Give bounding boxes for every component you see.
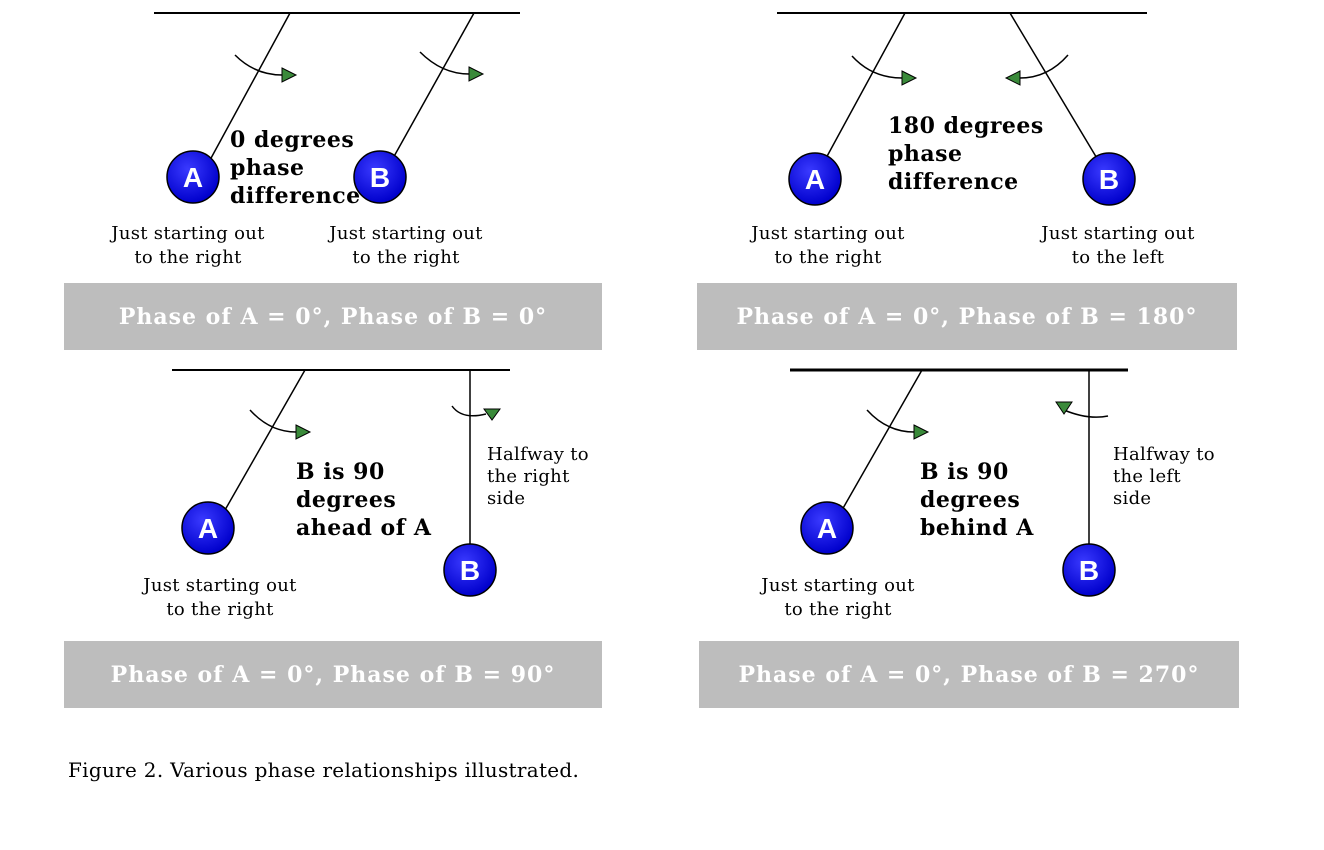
swing-arrow-a xyxy=(851,55,903,79)
swing-arrow-b xyxy=(1063,409,1109,418)
caption-line: to the right xyxy=(784,599,892,620)
caption-line: to the right xyxy=(774,247,882,268)
swing-arrow-a xyxy=(249,409,297,433)
swing-arrow-a xyxy=(866,409,915,433)
bob-a: A xyxy=(788,152,842,206)
note-line: degrees xyxy=(920,487,1021,513)
note-line: B is 90 xyxy=(296,459,385,485)
panel-3-phase-bar: Phase of A = 0°, Phase of B = 90° xyxy=(64,641,602,708)
panel-4-phase-bar: Phase of A = 0°, Phase of B = 270° xyxy=(699,641,1239,708)
pendulum-string-a xyxy=(824,12,906,161)
bob-b-label: B xyxy=(460,555,480,586)
bob-a: A xyxy=(166,150,220,204)
bob-a-label: A xyxy=(805,164,825,195)
panel-2-graphic: A B xyxy=(777,12,1147,206)
caption-line: Just starting out xyxy=(329,223,483,244)
side-line: Halfway to xyxy=(487,444,589,465)
bob-b: B xyxy=(1062,543,1116,597)
panel-1-phase-bar: Phase of A = 0°, Phase of B = 0° xyxy=(64,283,602,350)
arrowhead-a xyxy=(295,424,312,440)
arrowhead-b xyxy=(1004,70,1021,86)
bob-b-label: B xyxy=(1079,555,1099,586)
note-line: difference xyxy=(230,183,361,209)
note-line: 0 degrees xyxy=(230,127,355,153)
panel-1-caption-a: Just starting out to the right xyxy=(88,222,288,270)
note-line: degrees xyxy=(296,487,397,513)
side-line: side xyxy=(1113,488,1152,509)
caption-line: Just starting out xyxy=(143,575,297,596)
panel-3-caption-a: Just starting out to the right xyxy=(120,574,320,622)
swing-arrow-a xyxy=(234,54,283,76)
caption-line: Just starting out xyxy=(1041,223,1195,244)
swing-arrow-b xyxy=(419,51,470,75)
panel-4-note: B is 90 degrees behind A xyxy=(920,458,1034,542)
note-line: 180 degrees xyxy=(888,113,1044,139)
caption-line: to the left xyxy=(1071,247,1165,268)
pendulum-string-a xyxy=(209,12,291,161)
caption-line: Just starting out xyxy=(761,575,915,596)
bob-a-label: A xyxy=(198,513,218,544)
panel-4-graphic: A B xyxy=(790,368,1128,597)
note-line: phase xyxy=(230,155,305,181)
caption-line: Just starting out xyxy=(751,223,905,244)
panel-4-caption-a: Just starting out to the right xyxy=(738,574,938,622)
bob-a: A xyxy=(181,501,235,555)
caption-line: to the right xyxy=(134,247,242,268)
side-line: side xyxy=(487,488,526,509)
bob-b: B xyxy=(1082,152,1136,206)
panel-2-caption-b: Just starting out to the left xyxy=(1018,222,1218,270)
swing-arrow-b xyxy=(1019,54,1069,79)
arrowhead-b xyxy=(483,408,501,421)
panel-1-caption-b: Just starting out to the right xyxy=(306,222,506,270)
panel-4-side-b: Halfway to the left side xyxy=(1113,444,1215,510)
panel-3-graphic: A B xyxy=(172,369,510,597)
side-line: Halfway to xyxy=(1113,444,1215,465)
panel-1-graphic: A B xyxy=(154,12,520,204)
panel-3-side-b: Halfway to the right side xyxy=(487,444,589,510)
panel-3-note: B is 90 degrees ahead of A xyxy=(296,458,431,542)
figure-caption: Figure 2. Various phase relationships il… xyxy=(68,758,580,782)
arrowhead-a xyxy=(281,67,298,83)
note-line: behind A xyxy=(920,515,1034,541)
bob-b-label: B xyxy=(370,162,390,193)
phase-bar-label: Phase of A = 0°, Phase of B = 180° xyxy=(736,303,1198,330)
bob-b: B xyxy=(353,150,407,204)
arrowhead-b xyxy=(468,66,485,82)
pendulum-string-b xyxy=(1009,12,1099,161)
arrowhead-b xyxy=(1055,401,1073,415)
arrowhead-a xyxy=(913,424,930,440)
bob-b: B xyxy=(443,543,497,597)
phase-bar-label: Phase of A = 0°, Phase of B = 270° xyxy=(738,661,1200,688)
note-line: ahead of A xyxy=(296,515,432,541)
panel-2-caption-a: Just starting out to the right xyxy=(728,222,928,270)
caption-line: to the right xyxy=(166,599,274,620)
bob-a: A xyxy=(800,501,854,555)
phase-bar-label: Phase of A = 0°, Phase of B = 0° xyxy=(118,303,548,330)
phase-bar-label: Phase of A = 0°, Phase of B = 90° xyxy=(110,661,556,688)
bob-b-label: B xyxy=(1099,164,1119,195)
pendulum-string-b xyxy=(391,12,475,161)
pendulum-string-a xyxy=(224,369,306,511)
caption-line: Just starting out xyxy=(111,223,265,244)
arrowhead-a xyxy=(901,70,918,86)
side-line: the left xyxy=(1113,466,1181,487)
panel-2-phase-bar: Phase of A = 0°, Phase of B = 180° xyxy=(697,283,1237,350)
panel-2-note: 180 degrees phase difference xyxy=(888,112,1044,196)
note-line: phase xyxy=(888,141,963,167)
panel-1-note: 0 degrees phase difference xyxy=(230,126,361,210)
bob-a-label: A xyxy=(817,513,837,544)
bob-a-label: A xyxy=(183,162,203,193)
note-line: B is 90 xyxy=(920,459,1009,485)
swing-arrow-b xyxy=(451,405,487,417)
caption-line: to the right xyxy=(352,247,460,268)
pendulum-string-a xyxy=(841,369,923,511)
side-line: the right xyxy=(487,466,570,487)
note-line: difference xyxy=(888,169,1019,195)
